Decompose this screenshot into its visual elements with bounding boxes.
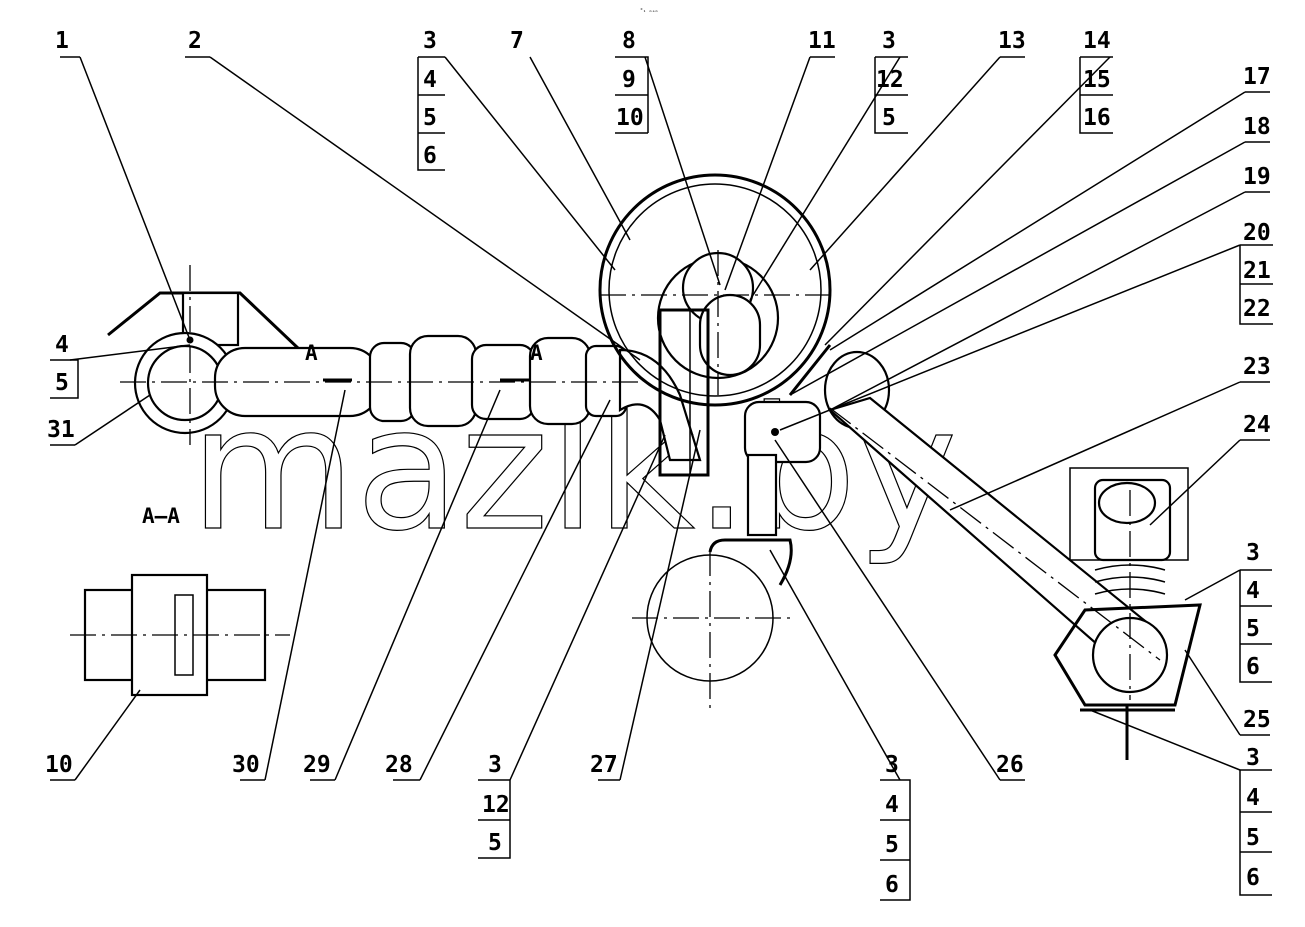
svg-text:12: 12: [482, 792, 510, 818]
callout-25: 25: [1243, 707, 1271, 733]
svg-text:15: 15: [1083, 67, 1111, 93]
svg-text:6: 6: [1246, 865, 1260, 891]
svg-text:3: 3: [885, 752, 899, 778]
right-hood-opening: [1097, 481, 1157, 525]
svg-text:8: 8: [622, 28, 636, 54]
svg-text:14: 14: [1083, 28, 1111, 54]
callout-10: 10: [45, 752, 73, 778]
callout-3-12-5-bottom: 3 12 5: [478, 752, 511, 859]
svg-text:3: 3: [488, 752, 502, 778]
svg-text:10: 10: [616, 105, 644, 131]
svg-text:5: 5: [55, 370, 69, 396]
header-text: °₁ ₘₐₘ: [640, 8, 658, 14]
joint-bolt: [771, 428, 779, 436]
callout-29: 29: [303, 752, 331, 778]
centerline-arm: [829, 407, 1161, 661]
svg-text:3: 3: [423, 28, 437, 54]
svg-text:5: 5: [488, 830, 502, 856]
svg-text:12: 12: [876, 67, 904, 93]
svg-text:22: 22: [1243, 296, 1271, 322]
callout-3-4-5-6-right-lower: 3 4 5 6: [1239, 745, 1272, 896]
support-bracket: [708, 538, 793, 586]
callout-28: 28: [385, 752, 413, 778]
callout-8-9-10: 8 9 10: [615, 28, 649, 134]
svg-text:5: 5: [882, 105, 896, 131]
svg-text:4: 4: [55, 332, 69, 358]
section-label: A–A: [142, 504, 180, 528]
support-column: [746, 453, 778, 537]
section-mark-left: A: [305, 341, 318, 365]
svg-text:4: 4: [1246, 578, 1260, 604]
svg-text:6: 6: [1246, 654, 1260, 680]
callout-3-4-5-6-bottom: 3 4 5 6: [880, 752, 911, 901]
callout-30: 30: [232, 752, 260, 778]
svg-text:4: 4: [423, 67, 437, 93]
svg-text:5: 5: [1246, 825, 1260, 851]
callout-3-4-5-6-right-upper: 3 4 5 6: [1239, 540, 1272, 683]
fan-housing-inner: [608, 183, 822, 397]
callout-11: 11: [808, 28, 836, 54]
callout-3-4-5-6-top: 3 4 5 6: [417, 28, 445, 171]
callout-4-5: 4 5: [50, 332, 79, 399]
svg-text:5: 5: [423, 105, 437, 131]
mount-plate-rail: [689, 309, 709, 476]
section-mark-right: A: [530, 341, 543, 365]
callout-13: 13: [998, 28, 1026, 54]
left-elbow-inner: [146, 344, 224, 422]
svg-text:21: 21: [1243, 258, 1271, 284]
svg-text:9: 9: [622, 67, 636, 93]
callouts: 1 2 3 4 5 6 7 8 9 10 11 3 12 5 13 14 15 …: [45, 28, 1273, 901]
callout-17: 17: [1243, 64, 1271, 90]
callout-3-12-5: 3 12 5: [874, 28, 908, 134]
callout-20-21-22: 20 21 22: [1239, 220, 1273, 325]
callout-19: 19: [1243, 164, 1271, 190]
coupling-2: [408, 334, 478, 428]
callout-2: 2: [188, 28, 202, 54]
svg-text:16: 16: [1083, 105, 1111, 131]
callout-1: 1: [55, 28, 69, 54]
strut: [788, 344, 832, 396]
callout-7: 7: [510, 28, 524, 54]
svg-text:6: 6: [423, 143, 437, 169]
svg-text:3: 3: [882, 28, 896, 54]
callout-23: 23: [1243, 354, 1271, 380]
svg-text:4: 4: [885, 792, 899, 818]
svg-text:5: 5: [885, 832, 899, 858]
svg-text:3: 3: [1246, 745, 1260, 771]
callout-18: 18: [1243, 114, 1271, 140]
fan-housing: [598, 173, 832, 407]
callout-31: 31: [47, 417, 75, 443]
svg-text:6: 6: [885, 872, 899, 898]
callout-14-15-16: 14 15 16: [1079, 28, 1113, 134]
svg-text:5: 5: [1246, 616, 1260, 642]
svg-text:3: 3: [1246, 540, 1260, 566]
svg-text:20: 20: [1243, 220, 1271, 246]
leaders: [50, 56, 1270, 781]
callout-24: 24: [1243, 412, 1271, 438]
callout-27: 27: [590, 752, 618, 778]
callout-26: 26: [996, 752, 1024, 778]
svg-text:4: 4: [1246, 785, 1260, 811]
assembly: A A A–A: [70, 173, 1202, 760]
central-joint: [743, 400, 822, 464]
